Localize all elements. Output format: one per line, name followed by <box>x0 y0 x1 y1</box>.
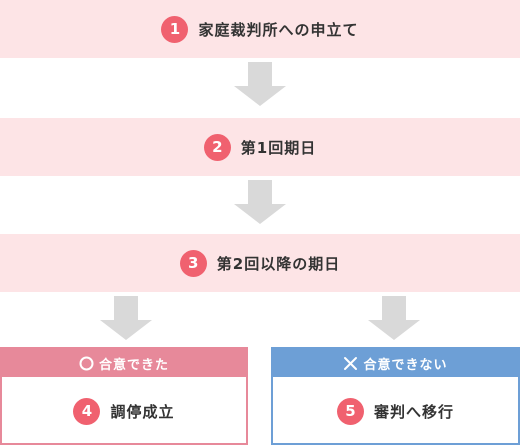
step-1: 1 家庭裁判所への申立て <box>0 0 520 58</box>
arrow-down-icon <box>234 180 286 224</box>
step-3-number-badge: 3 <box>179 249 207 277</box>
arrow-down-right-icon <box>368 296 420 340</box>
step-2-number-badge: 2 <box>203 133 231 161</box>
outcome-fail-header: 合意できない <box>273 349 518 377</box>
step-5-label: 審判へ移行 <box>373 402 454 421</box>
step-3-label: 第2回以降の期日 <box>216 254 341 273</box>
outcome-fail-box: 合意できない 5 審判へ移行 <box>271 347 520 445</box>
step-2: 2 第1回期日 <box>0 118 520 176</box>
outcome-fail-header-text: 合意できない <box>363 357 448 373</box>
step-4-number-badge: 4 <box>73 397 101 425</box>
step-1-label: 家庭裁判所への申立て <box>198 20 359 39</box>
step-2-label: 第1回期日 <box>240 138 317 157</box>
cross-icon <box>343 356 358 371</box>
outcome-fail-body: 5 審判へ移行 <box>273 377 518 445</box>
step-4-label: 調停成立 <box>110 402 175 421</box>
step-3: 3 第2回以降の期日 <box>0 234 520 292</box>
step-1-number-badge: 1 <box>161 15 189 43</box>
circle-icon <box>79 356 94 371</box>
outcome-success-box: 合意できた 4 調停成立 <box>0 347 248 445</box>
outcome-success-header: 合意できた <box>2 349 246 377</box>
arrow-down-icon <box>234 62 286 106</box>
arrow-down-left-icon <box>100 296 152 340</box>
step-5-number-badge: 5 <box>336 397 364 425</box>
outcome-success-header-text: 合意できた <box>98 357 169 373</box>
outcome-success-body: 4 調停成立 <box>2 377 246 445</box>
